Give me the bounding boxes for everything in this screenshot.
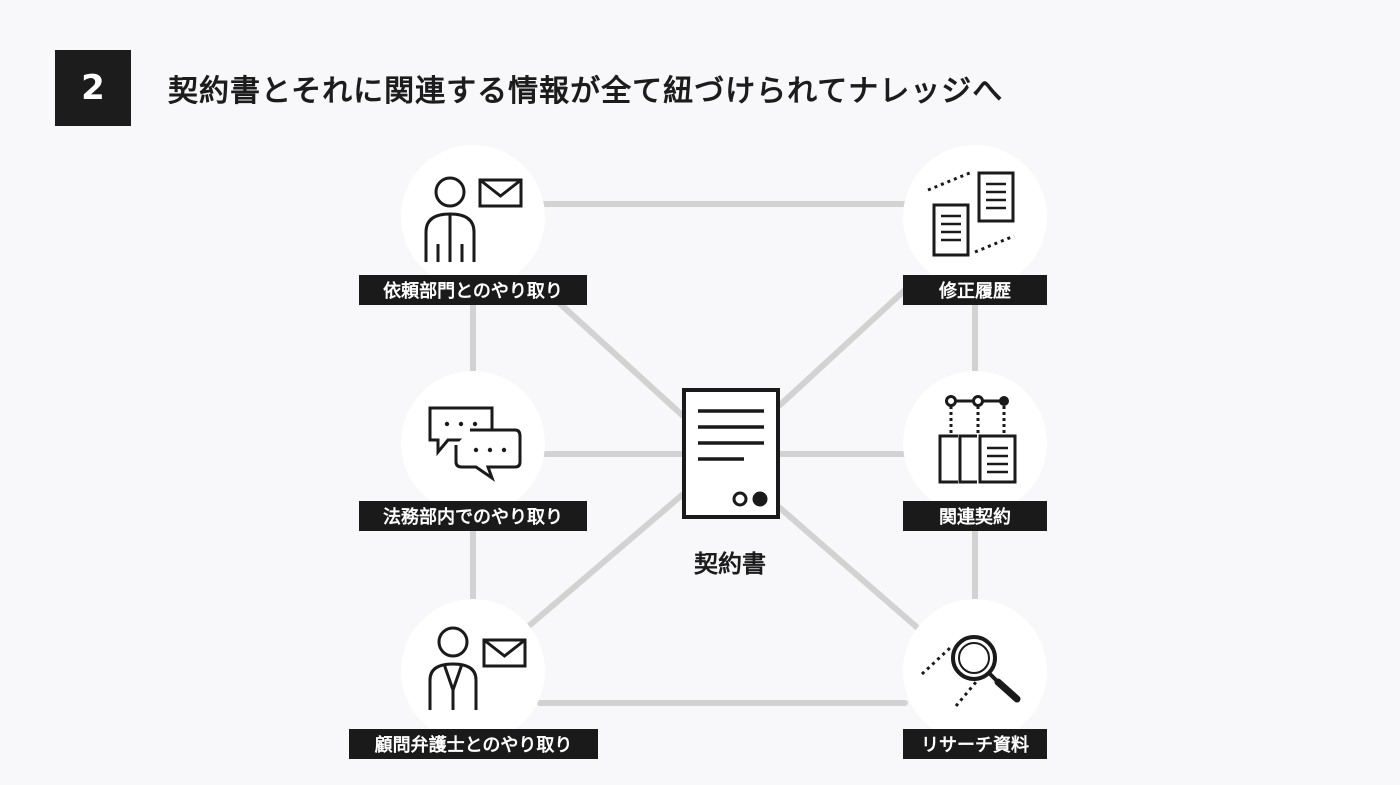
node-label-research-materials: リサーチ資料 — [903, 729, 1047, 759]
node-label-revision-history: 修正履歴 — [903, 275, 1047, 305]
node-label-related-contracts: 関連契約 — [903, 501, 1047, 531]
connector-diag-top-right — [777, 287, 908, 408]
node-circle-revision-history — [903, 145, 1047, 289]
node-label-legal-internal: 法務部内でのやり取り — [359, 501, 587, 531]
linked-contracts-active-dot — [999, 396, 1009, 406]
page-title: 契約書とそれに関連する情報が全て紐づけられてナレッジへ — [168, 74, 1004, 109]
chat-bubbles-icon — [428, 406, 522, 482]
chat-dots — [444, 421, 507, 453]
lawyer-mail-icon — [428, 626, 527, 710]
person-mail-icon — [424, 176, 523, 262]
connector-diag-bottom-right — [777, 505, 923, 633]
node-circle-request-dept — [401, 145, 545, 289]
revision-text-lines — [941, 182, 1006, 242]
node-circle-research-materials — [903, 599, 1047, 743]
contract-label: 契約書 — [694, 549, 766, 578]
node-label-request-dept: 依頼部門とのやり取り — [359, 275, 587, 305]
node-label-advisor-lawyer: 顧問弁護士とのやり取り — [349, 729, 598, 759]
revision-documents-icon — [927, 170, 1015, 257]
linked-contracts-icon — [938, 395, 1017, 484]
connector-diag-top-left — [542, 287, 685, 418]
node-circle-related-contracts — [903, 371, 1047, 515]
contract-document-icon — [682, 388, 780, 519]
magnifier-icon — [920, 635, 1021, 707]
step-number-badge: 2 — [55, 50, 131, 126]
connector-diag-bottom-left — [527, 492, 685, 628]
